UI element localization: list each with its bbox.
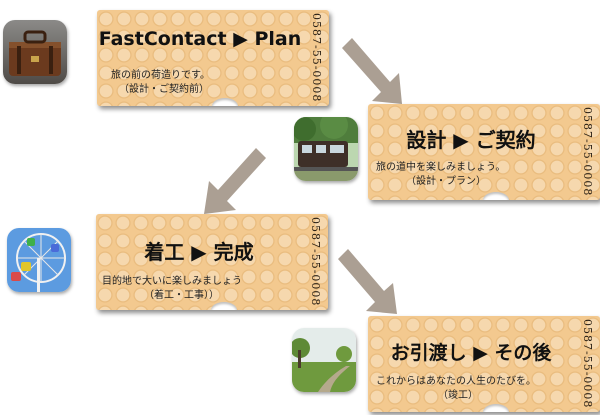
step-ticket-2: 設計 ▶ ご契約 旅の道中を楽しみましょう。 （設計・プラン） 0587-55-… bbox=[368, 104, 600, 200]
step-description: これからはあなたの人生のたびを。 bbox=[376, 376, 536, 387]
step-ticket-4: お引渡し ▶ その後 これからはあなたの人生のたびを。 （竣工） 0587-55… bbox=[368, 316, 600, 412]
step-subtitle: （設計・プラン） bbox=[406, 176, 486, 187]
step-subtitle: （着工・工事）） bbox=[144, 290, 219, 301]
step-title: お引渡し ▶ その後 bbox=[390, 342, 552, 364]
phone-number: 0587-55-0008 bbox=[309, 217, 322, 307]
arrow-1-to-2 bbox=[342, 38, 402, 104]
step-description: 旅の前の荷造りです。 bbox=[111, 70, 210, 81]
phone-number: 0587-55-0008 bbox=[581, 319, 594, 409]
ticket-notch bbox=[483, 404, 509, 412]
phone-number: 0587-55-0008 bbox=[581, 107, 594, 197]
arrow-3-to-4 bbox=[338, 249, 397, 314]
step-subtitle: （設計・ご契約前） bbox=[119, 84, 209, 95]
ferris-wheel-photo bbox=[7, 228, 71, 292]
step-ticket-3: 着工 ▶ 完成 目的地で大いに楽しみましょう （着工・工事）） 0587-55-… bbox=[96, 214, 328, 310]
step-description: 目的地で大いに楽しみましょう bbox=[102, 276, 242, 287]
step-subtitle: （竣工） bbox=[438, 390, 478, 401]
train-photo bbox=[294, 117, 358, 181]
ticket-notch bbox=[212, 98, 238, 106]
ticket-notch bbox=[211, 302, 237, 310]
arrow-2-to-3 bbox=[204, 148, 266, 214]
suitcase-photo bbox=[3, 20, 67, 84]
step-title: 設計 ▶ ご契約 bbox=[406, 128, 536, 152]
phone-number: 0587-55-0008 bbox=[310, 13, 323, 103]
ticket-notch bbox=[483, 192, 509, 200]
park-path-photo bbox=[292, 328, 356, 392]
step-title: FastContact ▶ Plan bbox=[98, 28, 302, 50]
step-description: 旅の道中を楽しみましょう。 bbox=[376, 162, 506, 173]
step-ticket-1: FastContact ▶ Plan 旅の前の荷造りです。 （設計・ご契約前） … bbox=[97, 10, 329, 106]
step-title: 着工 ▶ 完成 bbox=[144, 240, 254, 264]
